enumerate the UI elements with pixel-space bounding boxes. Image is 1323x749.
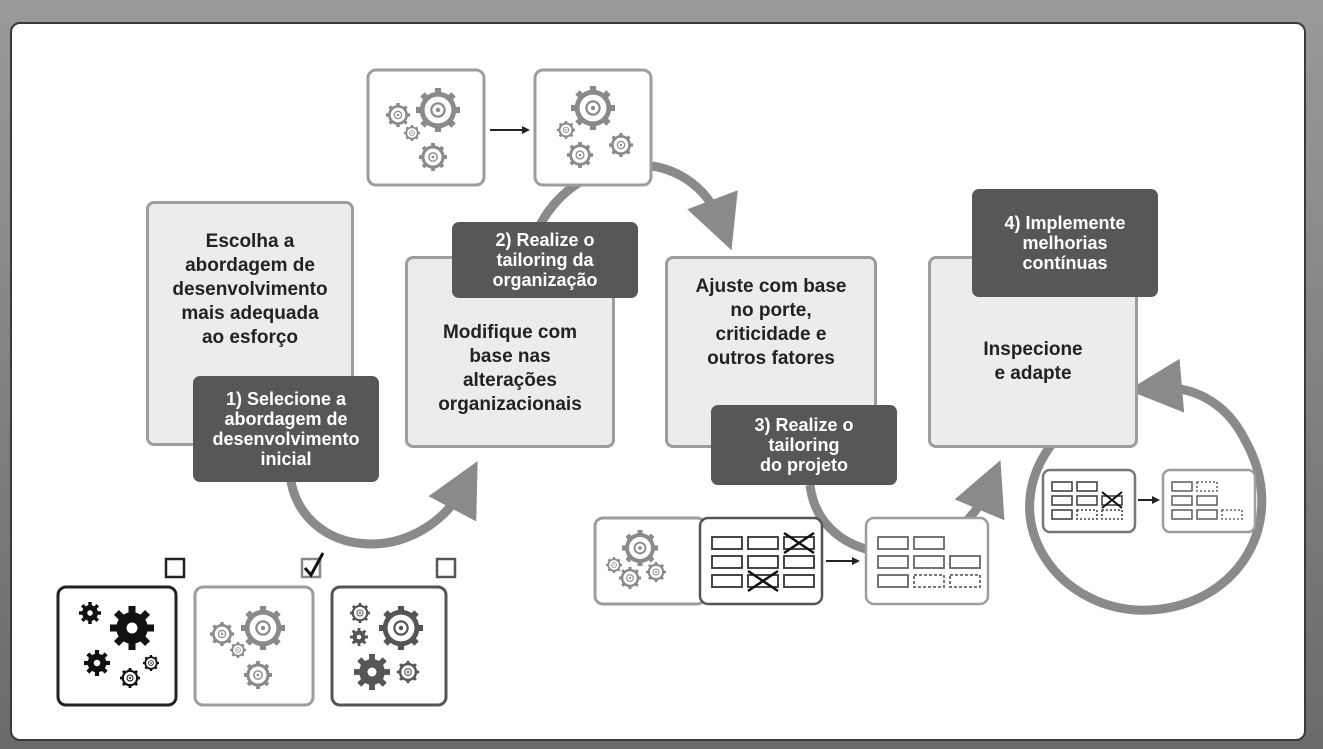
checkmark-icon	[303, 552, 325, 578]
flow-arrow-1	[285, 461, 478, 549]
step-4-label: 4) Implemente melhorias contínuas	[972, 189, 1158, 297]
step-2-text: Modifique com base nas alterações organi…	[438, 322, 582, 415]
step-4-text: Inspecione e adapte	[983, 339, 1083, 384]
option-card-1	[56, 585, 178, 707]
org-gears-before	[366, 68, 486, 187]
step-3-text: Ajuste com base no porte, criticidade e …	[695, 276, 847, 369]
checkbox-option-1[interactable]	[164, 557, 186, 579]
step-2-label: 2) Realize o tailoring da organização	[452, 222, 638, 298]
improve-tasks-before	[1041, 468, 1137, 534]
step-1-label: 1) Selecione a abordagem de desenvolvime…	[193, 376, 379, 482]
project-tasks-after	[864, 516, 990, 606]
flow-arrow-4	[1025, 358, 1267, 615]
step-1-text: Escolha a abordagem de desenvolvimento m…	[172, 231, 328, 348]
step-3-box: Ajuste com base no porte, criticidade e …	[665, 256, 877, 448]
project-tasks-before	[698, 516, 824, 606]
checkbox-option-3[interactable]	[435, 557, 457, 579]
option-card-2	[193, 585, 315, 707]
option-card-3	[330, 585, 448, 707]
improve-tasks-after	[1161, 468, 1257, 534]
step-3-label: 3) Realize o tailoring do projeto	[711, 405, 897, 485]
